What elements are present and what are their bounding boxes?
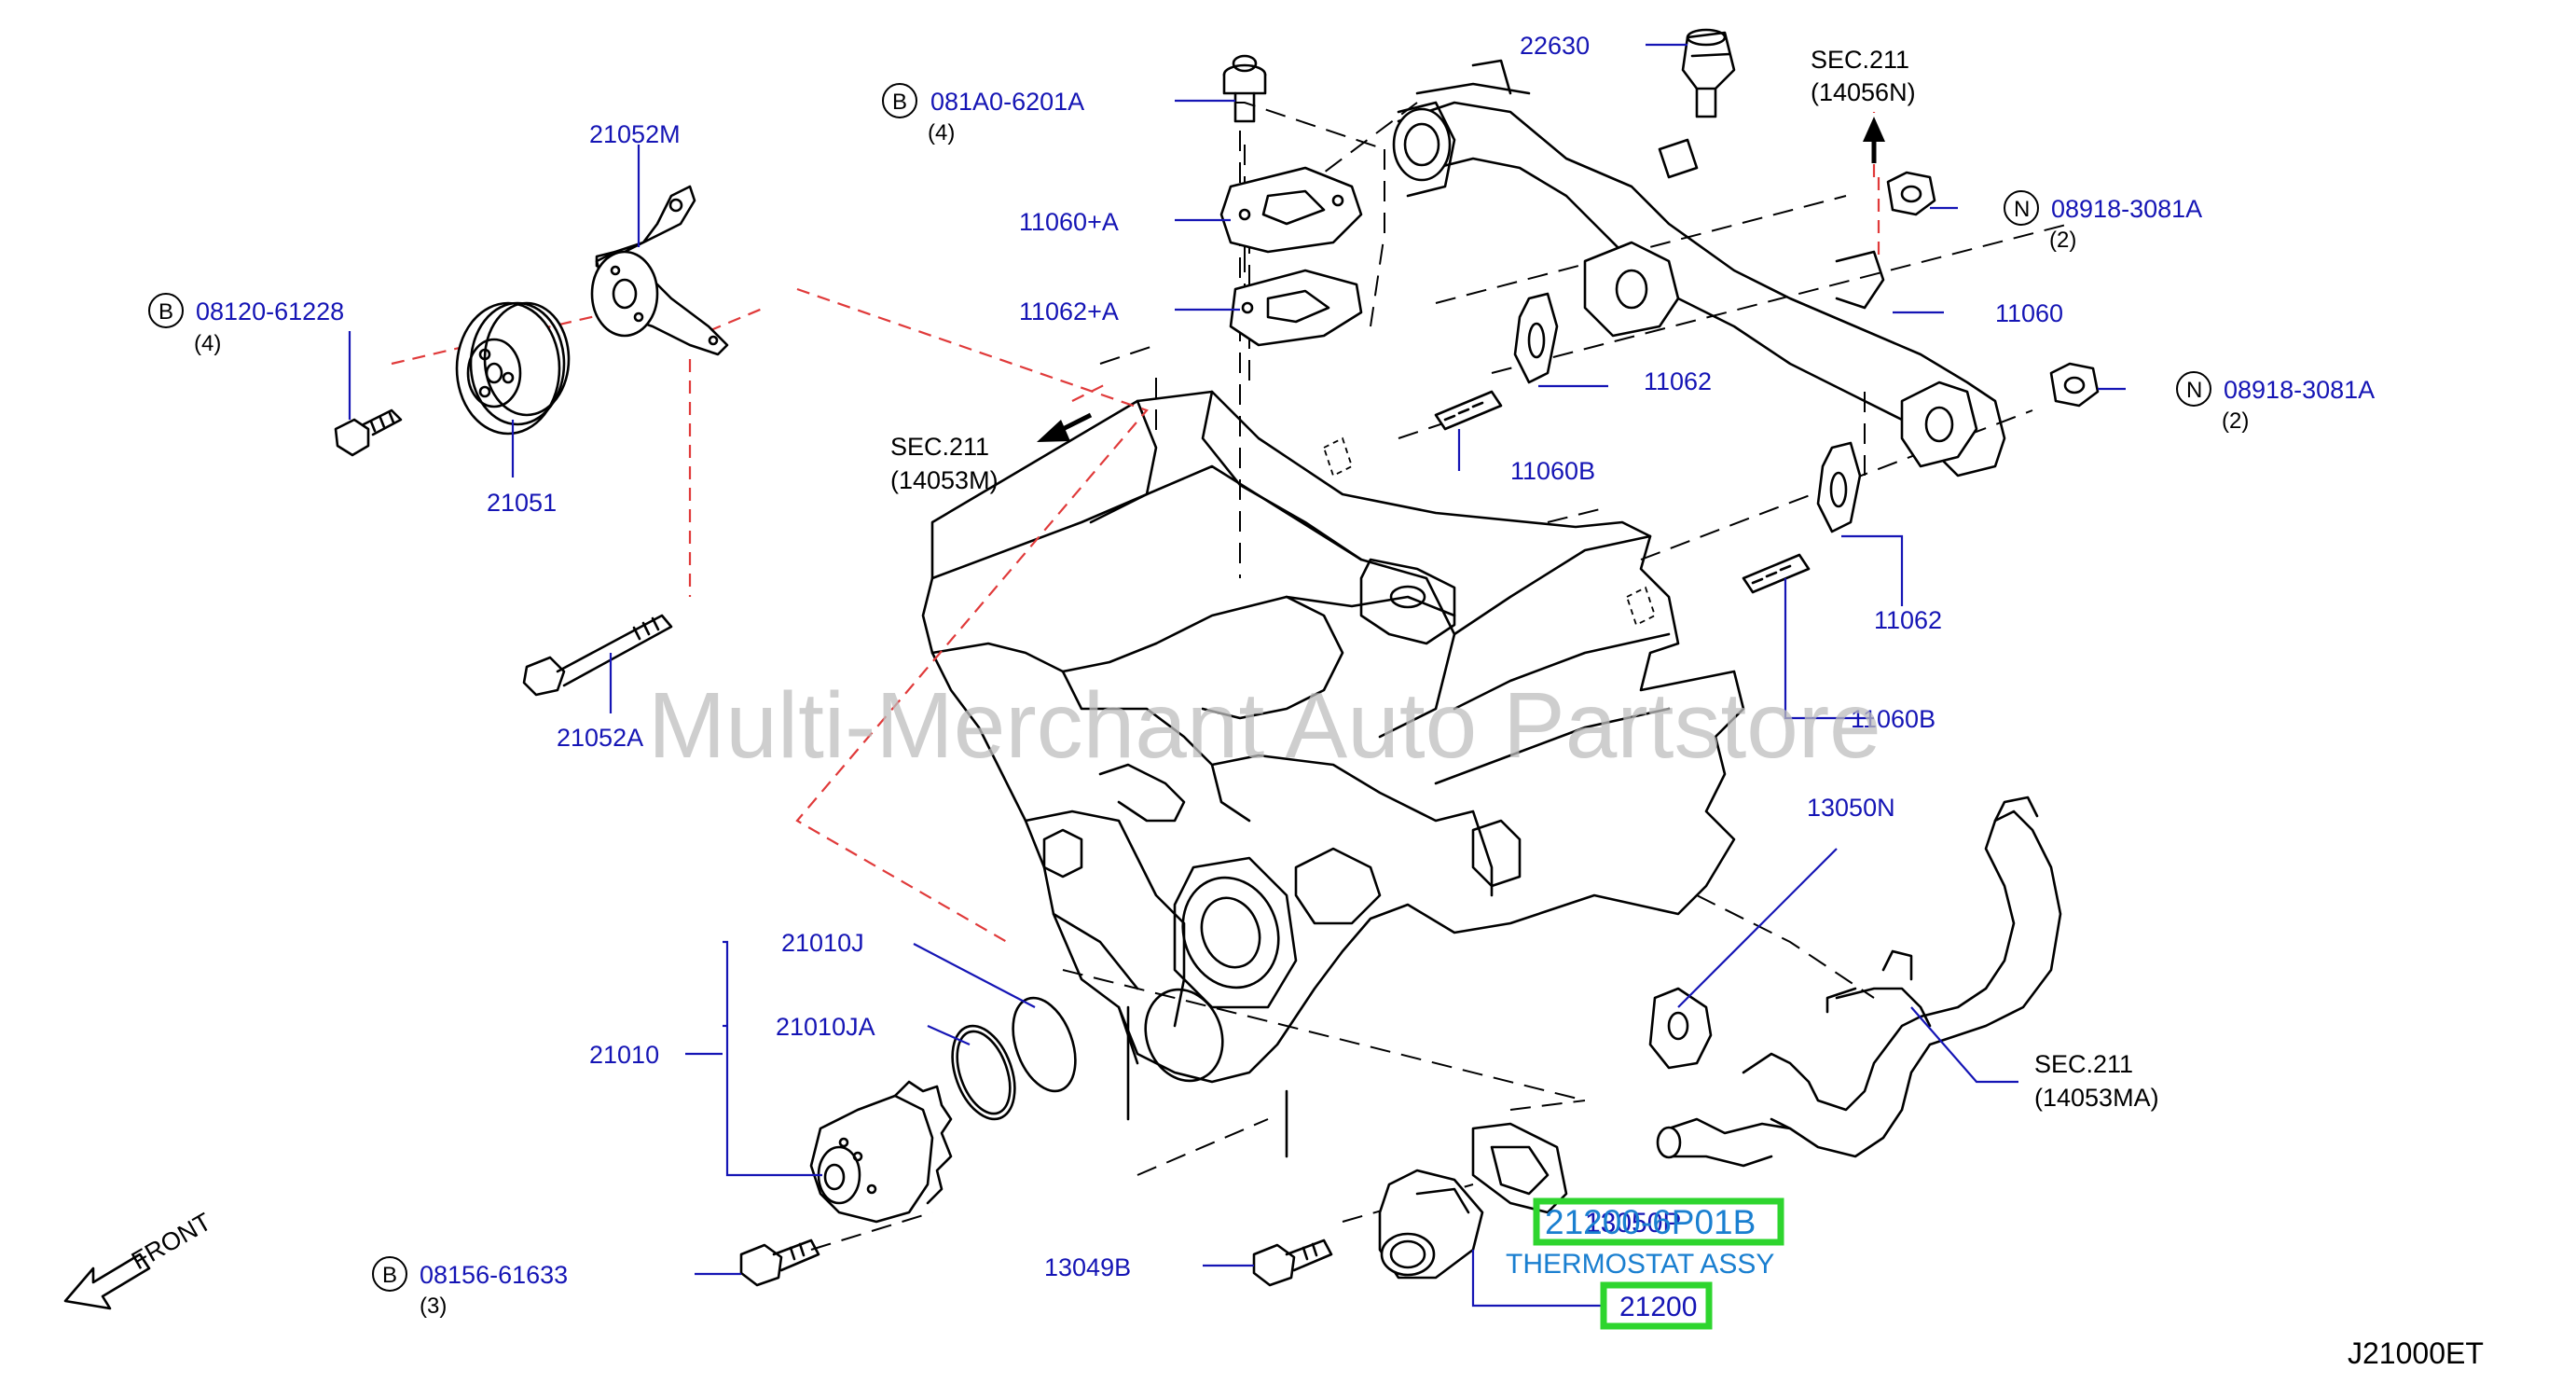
gaskets-studs-drawing (1434, 292, 1862, 594)
section-ref-14053MA: SEC.211 (14053MA) (2034, 1050, 2159, 1112)
callout-highlight-box (1600, 1281, 1713, 1330)
callout-11060B-lower: 11060B (1851, 705, 1935, 733)
callout-11062-lower: 11062 (1874, 606, 1942, 634)
fastener-prefix: B (382, 1263, 397, 1288)
callout-labels: 22630 21052M 11060+A 11062+A 21051 21052… (487, 32, 2063, 1281)
assembly-dash-lines (391, 102, 2071, 1251)
diagram-code: J21000ET (2348, 1336, 2484, 1370)
callout-21010J: 21010J (781, 929, 864, 957)
part-number-highlight-box (1533, 1197, 1784, 1246)
fastener-081A0-6201A: B 081A0-6201A (4) (882, 83, 1084, 145)
section-ref: (14056N) (1811, 78, 1916, 106)
pulley-bracket-drawing (455, 185, 729, 436)
callout-13050N: 13050N (1807, 794, 1895, 822)
fastener-08918-3081A-upper: N 08918-3081A (2) (2004, 190, 2202, 253)
leader-lines (348, 43, 2126, 1308)
callout-21052A: 21052A (557, 724, 643, 752)
pulley-bolt-drawing (334, 408, 403, 457)
callout-11060B-upper: 11060B (1510, 457, 1595, 485)
fastener-number: 08918-3081A (2051, 195, 2202, 223)
thermostat-housing-drawing (1378, 1122, 1568, 1280)
long-bolt-drawing (522, 614, 673, 697)
part-number: 21200-6P01B (1545, 1203, 1756, 1241)
watermark: Multi-Merchant Auto Partstore (648, 673, 1881, 778)
fastener-prefix: N (2186, 378, 2202, 403)
fastener-prefix: B (892, 90, 907, 115)
highlighted-part: 13050P 21200-6P01B THERMOSTAT ASSY 21200 (1506, 1197, 1784, 1330)
fastener-number: 08120-61228 (196, 298, 344, 325)
part-number-overlay: 13050P (1585, 1208, 1681, 1239)
section-label: SEC.211 (1811, 46, 1909, 74)
section-ref: (14053M) (890, 466, 999, 494)
part-description: THERMOSTAT ASSY (1506, 1249, 1774, 1280)
callout-21200: 21200 (1619, 1292, 1697, 1322)
callout-11060: 11060 (1995, 299, 2063, 327)
water-pump-drawing (809, 996, 1077, 1224)
bypass-pipe-drawing (1648, 796, 2062, 1168)
fastener-08156-61633: B 08156-61633 (3) (372, 1256, 568, 1319)
fastener-qty: (2) (2222, 408, 2249, 434)
callout-11062A: 11062+A (1019, 298, 1119, 325)
fastener-qty: (4) (928, 120, 955, 145)
water-pump-bolt-drawing (739, 1239, 820, 1287)
section-ref: (14053MA) (2034, 1084, 2159, 1112)
front-arrow-icon: FRONT (63, 1208, 216, 1310)
callout-13049B: 13049B (1044, 1253, 1131, 1281)
engine-block-drawing (921, 390, 1745, 1158)
fastener-08120-61228: B 08120-61228 (4) (148, 293, 344, 356)
callout-21010JA: 21010JA (776, 1013, 875, 1041)
fastener-qty: (3) (420, 1294, 447, 1319)
water-pipe-assembly (1392, 59, 2006, 477)
callout-21010: 21010 (589, 1041, 659, 1069)
fastener-qty: (4) (194, 331, 221, 356)
fastener-prefix: B (158, 299, 173, 325)
outlet-flange-drawing (1219, 166, 1363, 347)
section-ref-14053M: SEC.211 (14053M) (890, 433, 999, 494)
section-ref-14056N: SEC.211 (14056N) (1811, 46, 1916, 106)
callout-11060A: 11060+A (1019, 208, 1119, 236)
callout-22630: 22630 (1520, 32, 1590, 60)
fastener-08918-3081A-lower: N 08918-3081A (2) (2176, 371, 2375, 434)
section-label: SEC.211 (890, 433, 989, 461)
callout-21052M: 21052M (589, 120, 681, 148)
fastener-number: 08156-61633 (420, 1261, 568, 1289)
fastener-number: 081A0-6201A (930, 88, 1084, 116)
sec-arrow-up (1863, 117, 1885, 163)
section-label: SEC.211 (2034, 1050, 2133, 1078)
bolt-top-drawing (1222, 54, 1267, 123)
fastener-qty: (2) (2049, 228, 2076, 253)
flange-nuts-drawing (1886, 171, 2100, 408)
temperature-sensor-drawing (1681, 28, 1736, 118)
callout-21051: 21051 (487, 489, 557, 517)
callout-11062-upper: 11062 (1644, 367, 1712, 395)
fastener-prefix: N (2014, 197, 2030, 222)
front-label: FRONT (127, 1208, 216, 1275)
fastener-number: 08918-3081A (2224, 376, 2375, 404)
sec-arrow-left (1037, 412, 1093, 442)
thermostat-bolt-drawing (1252, 1239, 1333, 1287)
